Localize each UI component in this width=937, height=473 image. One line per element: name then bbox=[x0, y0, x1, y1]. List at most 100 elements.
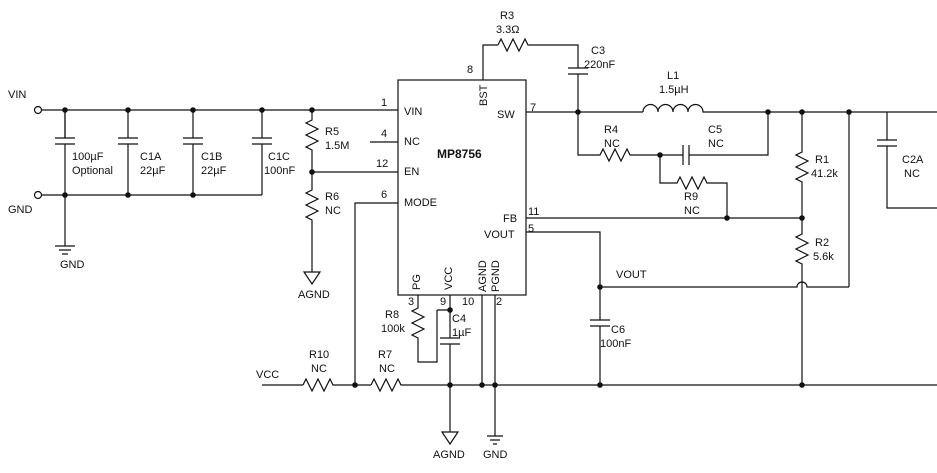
gnd-symbol bbox=[55, 195, 75, 255]
r8-ref: R8 bbox=[385, 309, 399, 321]
pin-vin-name: VIN bbox=[404, 106, 422, 118]
c2a-value: NC bbox=[904, 168, 920, 180]
r9-ref: R9 bbox=[684, 191, 698, 203]
c3-ref: C3 bbox=[591, 45, 605, 57]
pin-mode-name: MODE bbox=[404, 197, 437, 209]
junction bbox=[724, 215, 730, 221]
r6-ref: R6 bbox=[325, 191, 339, 203]
junction bbox=[597, 382, 603, 388]
pin-vout-name: VOUT bbox=[484, 229, 515, 241]
ic-name: MP8756 bbox=[437, 147, 482, 161]
bst-wire bbox=[482, 44, 498, 80]
r7-ref: R7 bbox=[378, 349, 392, 361]
r3-ref: R3 bbox=[500, 10, 514, 22]
r9-value: NC bbox=[684, 205, 700, 217]
r10-symbol bbox=[302, 377, 371, 393]
output-stage: R3 3.3Ω C3 220nF L1 1.5µH R4 NC C5 NC R9… bbox=[482, 10, 937, 388]
r1-ref: R1 bbox=[815, 154, 829, 166]
c3-symbol bbox=[568, 67, 588, 112]
pin-pg-number: 3 bbox=[408, 296, 414, 308]
pin-pgnd-name: PGND bbox=[490, 260, 502, 292]
c-in-opt-note: Optional bbox=[72, 165, 113, 177]
pin-sw-number: 7 bbox=[530, 102, 536, 114]
r1-value: 41.2k bbox=[811, 168, 838, 180]
c1c-ref: C1C bbox=[268, 151, 290, 163]
r2-ref: R2 bbox=[815, 237, 829, 249]
pin-agnd-name: AGND bbox=[477, 260, 489, 292]
pin-vcc-name: VCC bbox=[443, 267, 455, 290]
junction bbox=[62, 107, 68, 113]
ic-body bbox=[397, 79, 527, 296]
c1b-value: 22µF bbox=[201, 165, 227, 177]
r9-symbol bbox=[659, 155, 728, 218]
c5-symbol bbox=[682, 112, 769, 165]
agnd-label: AGND bbox=[298, 289, 330, 301]
pin-vin-number: 1 bbox=[381, 97, 387, 109]
r10-ref: R10 bbox=[309, 349, 329, 361]
junction bbox=[799, 382, 805, 388]
pgnd-symbol bbox=[487, 435, 503, 445]
pin-nc-name: NC bbox=[404, 136, 420, 148]
c2a-symbol bbox=[877, 112, 937, 209]
l1-ref: L1 bbox=[667, 70, 679, 82]
c6-symbol bbox=[590, 287, 610, 385]
r8-symbol bbox=[410, 295, 438, 363]
gnd-symbol-label: GND bbox=[60, 259, 85, 271]
c5-value: NC bbox=[708, 138, 724, 150]
pin-pgnd-number: 2 bbox=[496, 296, 502, 308]
c1a-value: 22µF bbox=[140, 165, 166, 177]
r8-value: 100k bbox=[381, 323, 405, 335]
pin-vout-number: 5 bbox=[528, 223, 534, 235]
r5-ref: R5 bbox=[325, 126, 339, 138]
vin-label: VIN bbox=[8, 89, 26, 101]
agnd-symbol-bottom bbox=[440, 431, 460, 446]
r6-value: NC bbox=[325, 205, 341, 217]
pin-nc-number: 4 bbox=[381, 128, 387, 140]
pin-sw-name: SW bbox=[497, 109, 515, 121]
r6-symbol bbox=[304, 172, 320, 262]
c1b-symbol bbox=[183, 110, 203, 195]
r7-value: NC bbox=[379, 363, 395, 375]
pin-bst-number: 8 bbox=[467, 64, 473, 76]
r5-value: 1.5M bbox=[325, 140, 349, 152]
c4-value: 1µF bbox=[452, 327, 471, 339]
junction bbox=[62, 192, 68, 198]
r4-symbol bbox=[577, 112, 683, 163]
r10-value: NC bbox=[311, 363, 327, 375]
junction bbox=[447, 382, 453, 388]
r7-symbol bbox=[370, 377, 937, 393]
pin-bst-name: BST bbox=[478, 84, 490, 106]
l1-value: 1.5µH bbox=[659, 84, 689, 96]
junction bbox=[190, 192, 196, 198]
gnd-terminal bbox=[33, 190, 43, 200]
mode-wire bbox=[354, 202, 398, 385]
r5-symbol bbox=[304, 110, 320, 172]
l1-symbol bbox=[642, 103, 937, 113]
c4-symbol bbox=[440, 310, 460, 432]
c2a-ref: C2A bbox=[902, 154, 924, 166]
pin-mode-number: 6 bbox=[381, 189, 387, 201]
pin-en-name: EN bbox=[404, 166, 419, 178]
input-section: VIN GND GND 100µF Optional C1A 22µF C1B … bbox=[8, 89, 398, 271]
c3-value: 220nF bbox=[584, 59, 615, 71]
r1-r2-symbol bbox=[794, 112, 810, 385]
vin-terminal bbox=[33, 105, 43, 115]
gnd-label: GND bbox=[8, 204, 33, 216]
vout-pin-wire bbox=[526, 231, 849, 288]
vout-label: VOUT bbox=[616, 269, 647, 281]
pin-pg-name: PG bbox=[411, 274, 423, 290]
r2-value: 5.6k bbox=[813, 251, 834, 263]
pin-fb-name: FB bbox=[503, 213, 517, 225]
agnd-symbol bbox=[302, 262, 322, 286]
c1c-symbol bbox=[252, 110, 272, 195]
junction bbox=[479, 382, 485, 388]
r4-ref: R4 bbox=[604, 124, 618, 136]
pin-agnd-number: 10 bbox=[462, 296, 474, 308]
c4-ref: C4 bbox=[452, 313, 466, 325]
pgnd-label: GND bbox=[483, 449, 508, 461]
vcc-label: VCC bbox=[256, 369, 279, 381]
c1a-ref: C1A bbox=[140, 151, 162, 163]
r3-value: 3.3Ω bbox=[496, 24, 520, 36]
r3-symbol bbox=[497, 37, 579, 68]
